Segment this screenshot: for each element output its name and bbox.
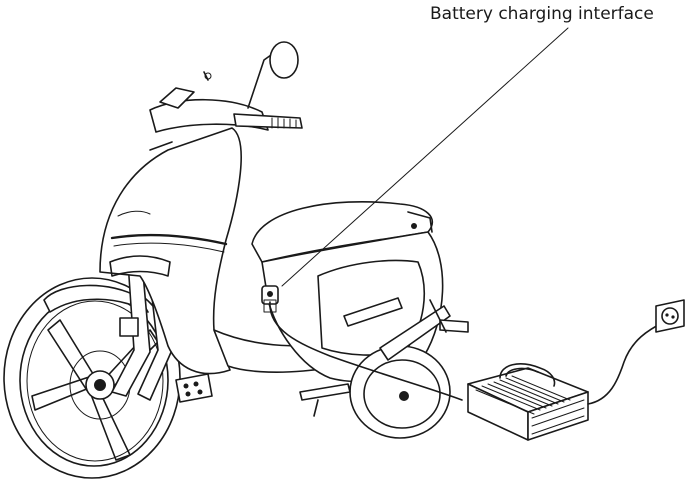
- scooter-illustration: [4, 42, 468, 478]
- wall-socket-icon: [656, 300, 684, 332]
- charger-cable-to-socket: [588, 322, 664, 404]
- callout-label: Battery charging interface: [430, 4, 654, 24]
- charger-icon: [468, 364, 588, 440]
- rear-wheel: [350, 346, 450, 438]
